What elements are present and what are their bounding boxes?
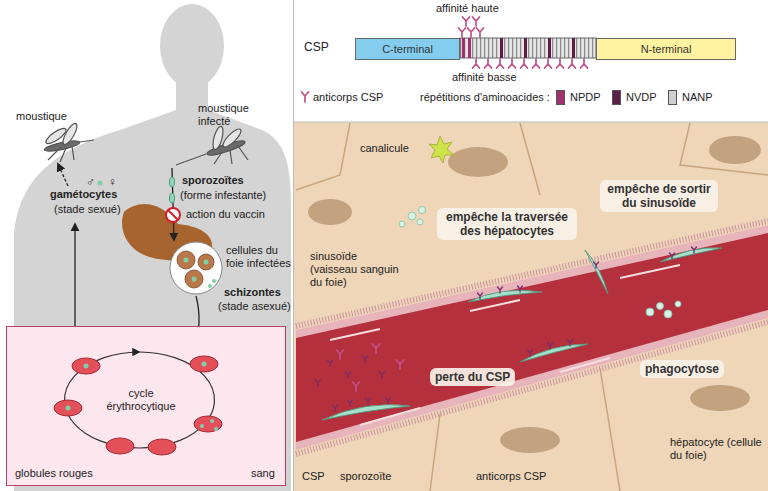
label: ♂	[86, 176, 95, 189]
label: (forme infestante)	[180, 189, 266, 202]
label: action du vaccin	[186, 208, 265, 221]
phagocytosed-fragments	[399, 207, 681, 319]
vaccin-forbidden-icon	[166, 208, 180, 222]
node-text: empêche de sortir du sinusoïde	[605, 182, 713, 210]
effect-box: empêche de sortir du sinusoïde	[600, 180, 718, 212]
label: moustique infecté	[198, 102, 260, 128]
node-text: C-terminal	[356, 39, 459, 59]
antibody-icon	[300, 91, 310, 103]
csp-repeats	[460, 38, 596, 58]
legend-text: NPDP	[570, 91, 601, 104]
node-text: phagocytose	[645, 362, 719, 376]
label: affinité basse	[452, 71, 517, 84]
label: sporozoïte	[340, 470, 391, 483]
antibodies-in-sinusoid	[337, 344, 404, 391]
csp-segment: N-terminal	[596, 38, 736, 60]
legend-swatch	[556, 90, 565, 105]
node-text: N-terminal	[597, 39, 735, 59]
label: hépatocyte (cellule du foie)	[670, 436, 762, 462]
mosquito-infected	[176, 125, 248, 165]
node-text: perte du CSP	[435, 370, 510, 384]
label: anticorps CSP	[476, 470, 546, 483]
effect-box: phagocytose	[640, 360, 724, 378]
label: (stade sexué)	[54, 203, 121, 216]
label: CSP	[304, 41, 329, 54]
label: sporozoïtes	[182, 174, 244, 187]
label: gamétocytes	[50, 188, 117, 201]
effect-box: perte du CSP	[430, 368, 515, 386]
label: affinité haute	[436, 2, 499, 15]
label: sinusoïde (vaisseau sanguin du foie)	[310, 250, 402, 289]
antibodies-low-affinity	[473, 59, 588, 68]
label: ♀	[108, 176, 117, 189]
csp-segment: C-terminal	[355, 38, 460, 60]
gametocyte-arrow	[74, 224, 75, 326]
label: (stade asexué)	[218, 300, 291, 313]
mosquito-left	[44, 122, 94, 162]
infected-liver-cells	[170, 242, 222, 294]
region-label: globules rouges	[15, 467, 93, 480]
region-label: sang	[251, 467, 275, 480]
label: schizontes	[224, 286, 281, 299]
legend-text: NANP	[682, 91, 713, 104]
liver-tissue	[294, 122, 768, 491]
effect-box: empêche la traversée des hépatocytes	[437, 208, 577, 240]
legend-text: NVDP	[626, 91, 657, 104]
mosquito-dashed-arrow	[58, 164, 68, 186]
legend-text: anticorps CSP	[313, 91, 383, 104]
node-text: empêche la traversée des hépatocytes	[442, 210, 572, 238]
legend-swatch	[612, 90, 621, 105]
label: répétitions d'aminoacides :	[420, 91, 550, 104]
label: canalicule	[360, 142, 409, 155]
blood-stage-box: cycle érythrocytique globules rouges sang	[6, 326, 286, 486]
legend-swatch	[668, 90, 677, 105]
label: cellules du foie infectées	[226, 244, 292, 270]
cycle-title: cycle érythrocytique	[99, 387, 183, 413]
antibodies-high-affinity	[459, 17, 484, 37]
label: CSP	[302, 470, 325, 483]
sinusoid	[296, 221, 768, 454]
label: moustique	[16, 110, 67, 123]
